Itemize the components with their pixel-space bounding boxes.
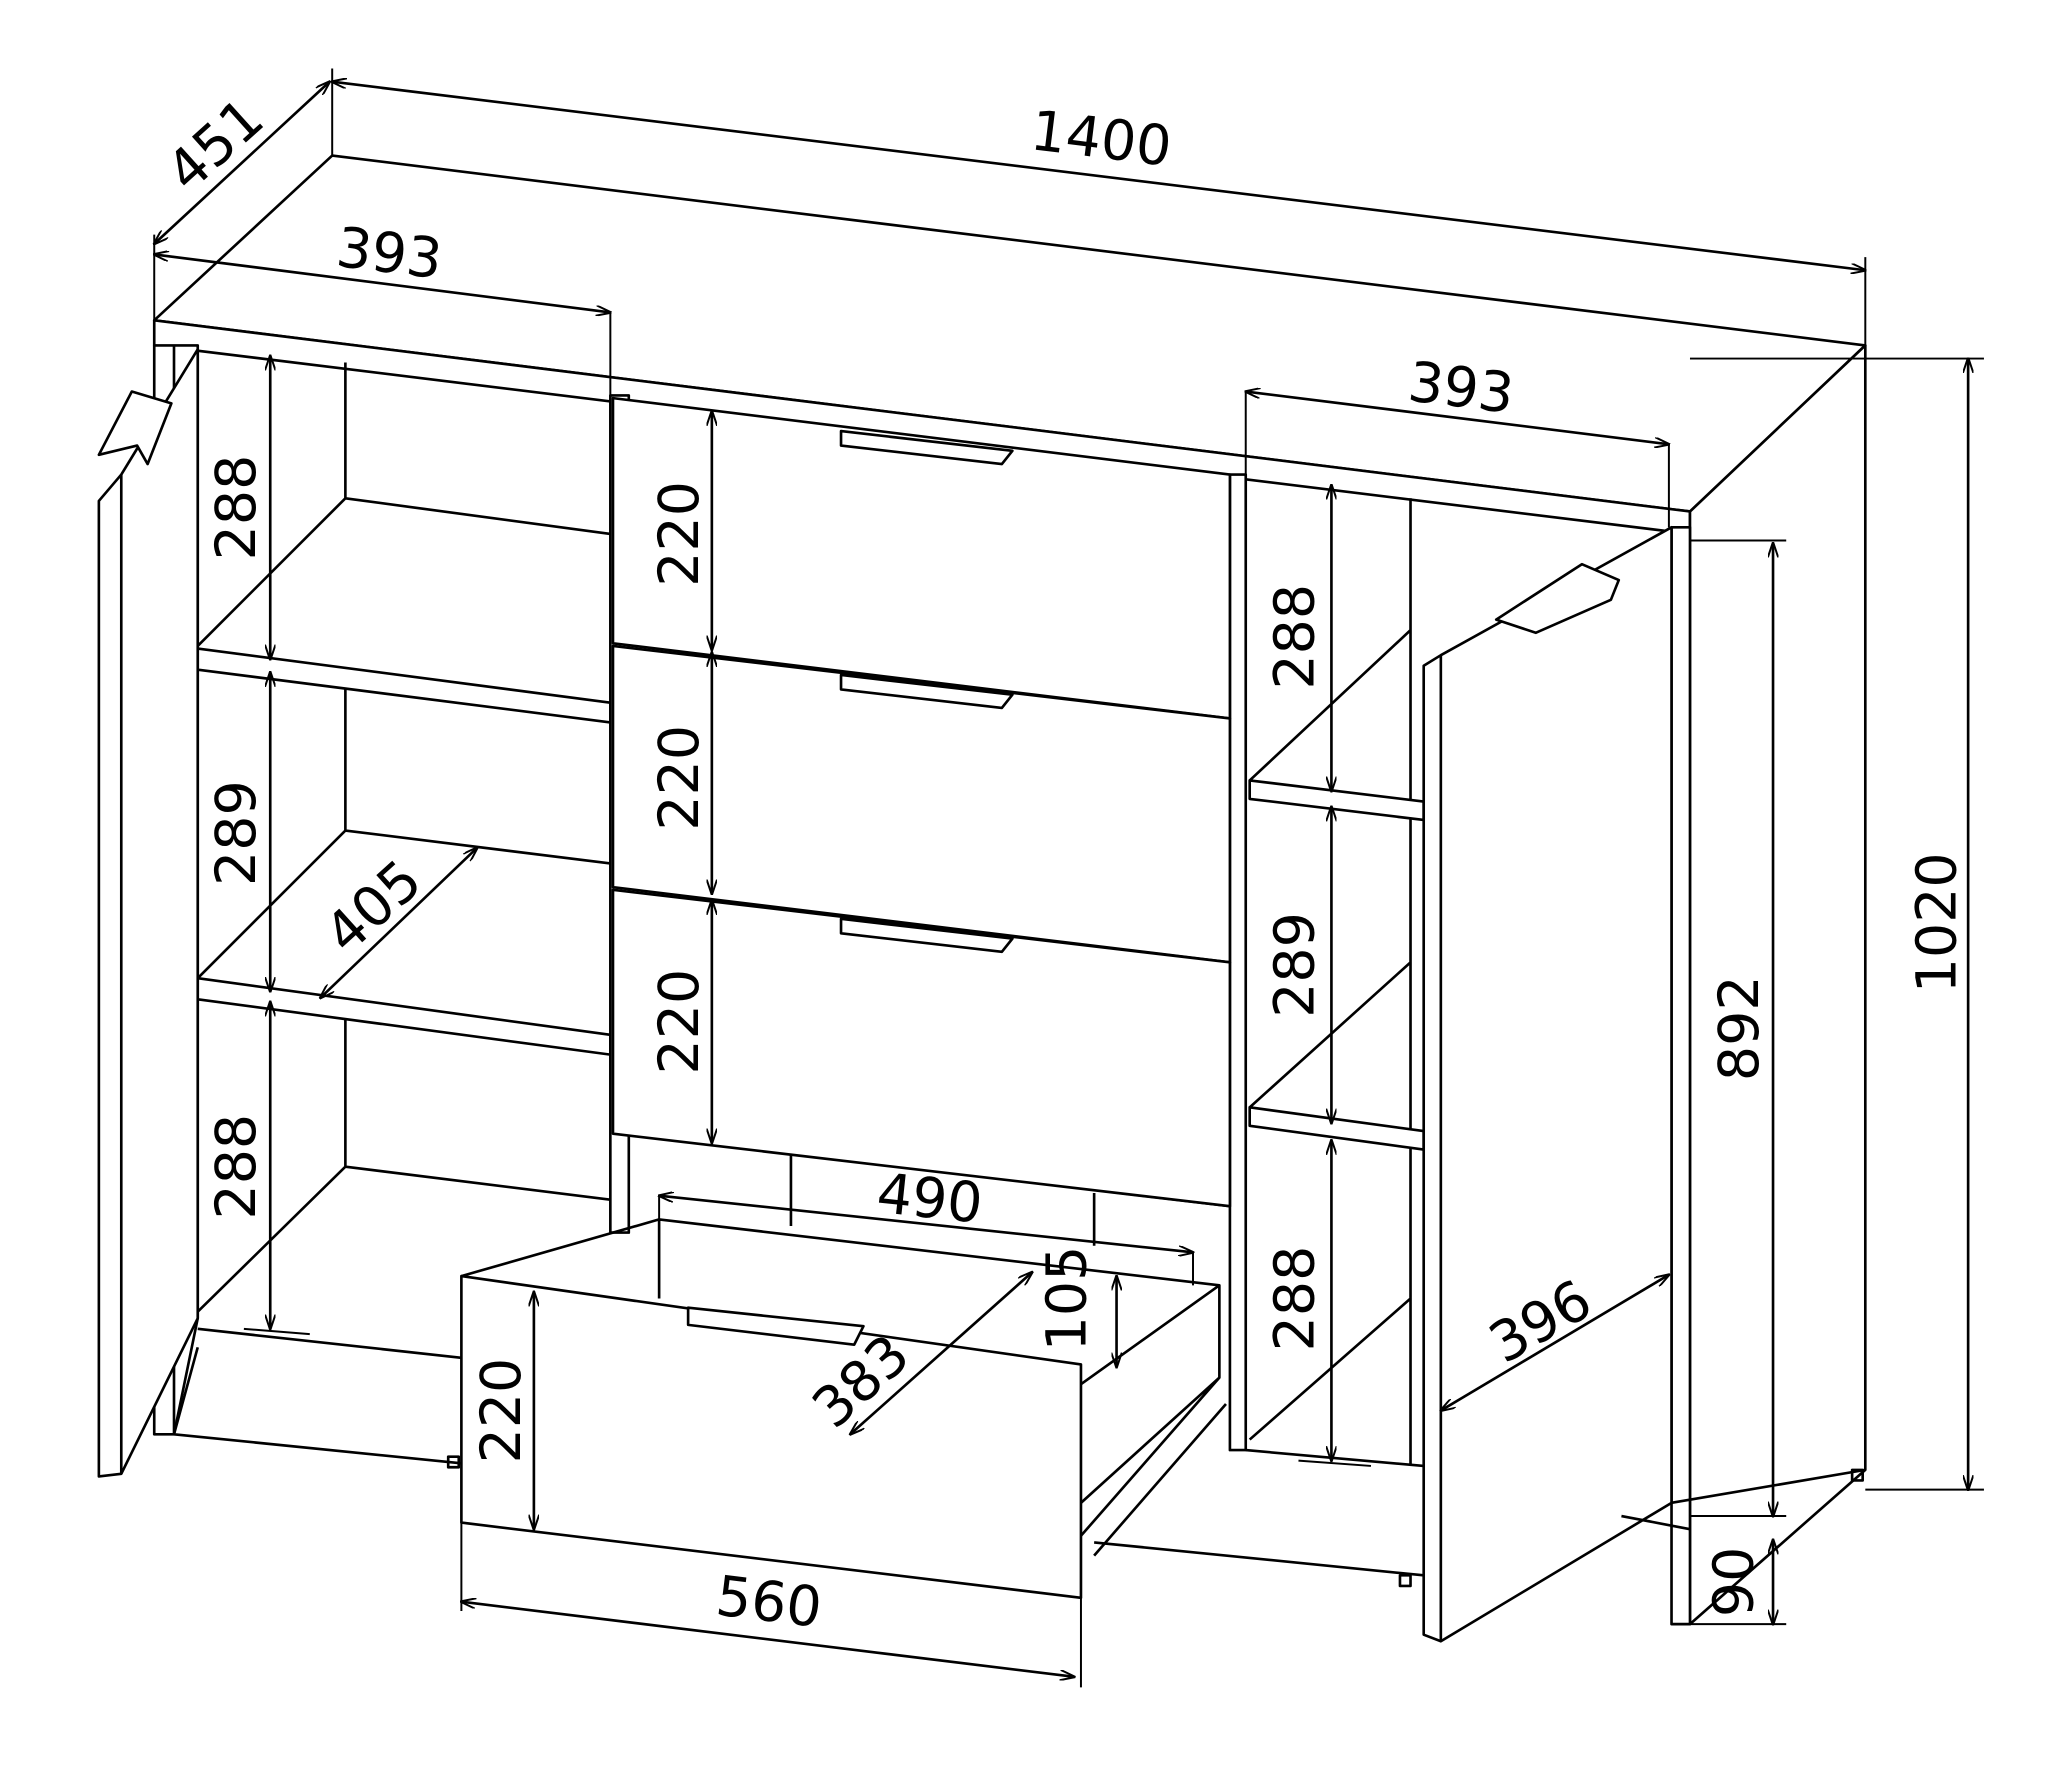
label-drawer-3: 220 (648, 969, 712, 1075)
dim-line-490 (659, 1196, 1193, 1253)
label-451: 451 (155, 86, 276, 204)
sideboard-outline (97, 154, 1867, 1643)
label-490: 490 (874, 1162, 986, 1237)
right-door-handle (1494, 562, 1621, 635)
label-1400: 1400 (1027, 99, 1175, 180)
dim-line-393-left (154, 254, 610, 312)
dim-line-396 (1441, 1275, 1669, 1411)
drawer-handles (839, 429, 1014, 954)
label-drawer-1: 220 (648, 481, 712, 587)
dim-line-405 (320, 848, 477, 998)
dim-line-560 (461, 1602, 1074, 1677)
label-drawer-2: 220 (648, 725, 712, 831)
label-892: 892 (1708, 975, 1772, 1081)
label-left-288-top: 288 (205, 455, 269, 561)
label-105: 105 (1036, 1246, 1100, 1352)
left-door-handle (97, 390, 173, 466)
label-90: 90 (1703, 1547, 1767, 1617)
dim-line-1400 (332, 82, 1865, 271)
dim-line-383 (850, 1272, 1032, 1434)
label-405: 405 (313, 848, 434, 966)
label-1020: 1020 (1906, 852, 1970, 993)
label-right-288-bottom: 288 (1264, 1246, 1328, 1352)
dim-line-393-right (1246, 392, 1669, 445)
label-right-288-top: 288 (1264, 584, 1328, 690)
label-393-right: 393 (1405, 350, 1518, 426)
label-right-289: 289 (1264, 912, 1328, 1018)
label-left-289: 289 (205, 780, 269, 886)
label-drawer-4: 220 (470, 1358, 534, 1464)
label-393-left: 393 (333, 216, 446, 292)
label-560: 560 (713, 1565, 826, 1641)
label-left-288-bottom: 288 (205, 1114, 269, 1220)
dim-line-451 (154, 82, 329, 244)
drawer-3[interactable] (611, 888, 1232, 1208)
